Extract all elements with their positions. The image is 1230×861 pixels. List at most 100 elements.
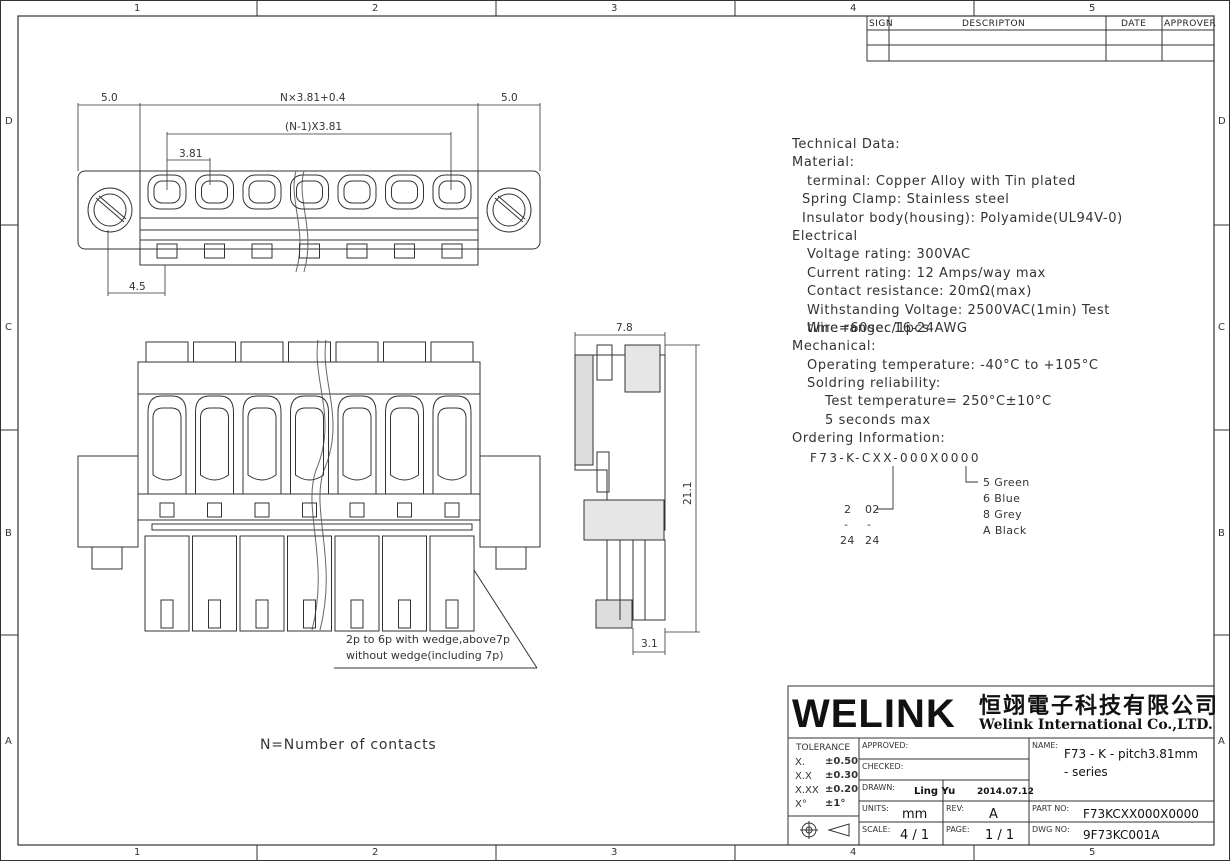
top-pin-slot bbox=[299, 243, 320, 259]
dim-right-margin: 5.0 bbox=[501, 92, 518, 104]
top-wire-hole bbox=[296, 180, 323, 204]
top-pin-slot bbox=[394, 243, 415, 259]
zone-row-c: C bbox=[5, 322, 12, 333]
title-block-grid bbox=[787, 685, 1215, 846]
front-clamp-opening bbox=[195, 395, 234, 494]
front-release-slot bbox=[207, 502, 222, 518]
rev-header-description: DESCRIPTON bbox=[962, 19, 1026, 29]
name-line2: - series bbox=[1064, 765, 1108, 779]
front-screw-head bbox=[383, 341, 426, 363]
front-pin-contact bbox=[255, 599, 269, 629]
front-pin-contact bbox=[303, 599, 316, 629]
zone-col-2: 2 bbox=[372, 3, 379, 14]
top-pin-slot bbox=[346, 243, 368, 259]
technical-data: Technical Data: Material: terminal: Copp… bbox=[792, 136, 1230, 449]
front-release-slot bbox=[397, 502, 412, 518]
zone-col-4: 4 bbox=[850, 3, 857, 14]
front-pin-leg bbox=[429, 535, 475, 632]
scale-label: SCALE: bbox=[862, 825, 891, 834]
name-line1: F73 - K - pitch3.81mm bbox=[1064, 747, 1198, 761]
rev-header-sign: SIGN bbox=[869, 19, 894, 29]
tech-line: Electrical bbox=[792, 228, 858, 244]
pin-option: - bbox=[844, 518, 849, 531]
tech-line: Material: bbox=[792, 155, 855, 171]
tech-line: Operating temperature: -40°C to +105°C bbox=[807, 357, 1099, 373]
tech-line: Withstanding Voltage: 2500VAC(1min) Test… bbox=[807, 302, 1110, 336]
tech-line: Insulator body(housing): Polyamide(UL94V… bbox=[802, 210, 1123, 226]
front-pin-leg bbox=[144, 535, 190, 632]
projection-symbol bbox=[800, 821, 850, 839]
top-wire-entry bbox=[337, 174, 377, 210]
drawn-label: DRAWN: bbox=[862, 783, 896, 792]
zone-row-d-right: D bbox=[1218, 116, 1226, 127]
front-screw-head bbox=[145, 341, 189, 363]
tolerance-key: X. bbox=[795, 757, 806, 768]
front-release-slot bbox=[159, 502, 175, 518]
checked-label: CHECKED: bbox=[862, 762, 904, 771]
top-wire-entry bbox=[385, 174, 424, 210]
top-wire-entry bbox=[195, 174, 234, 210]
pin-code: 24 bbox=[865, 534, 880, 547]
zone-col-4-bottom: 4 bbox=[850, 847, 857, 858]
tolerance-key: X.X bbox=[795, 771, 812, 782]
tolerance-value: ±0.30 bbox=[825, 770, 859, 781]
name-label: NAME: bbox=[1032, 741, 1059, 750]
top-dimensions bbox=[77, 103, 541, 296]
page-label: PAGE: bbox=[946, 825, 970, 834]
top-pin-slot bbox=[204, 243, 225, 259]
front-release-slot bbox=[349, 502, 365, 518]
top-wire-hole bbox=[438, 180, 466, 204]
dim-left-margin: 5.0 bbox=[101, 92, 118, 104]
units-label: UNITS: bbox=[862, 804, 889, 813]
dwg-no-value: 9F73KC001A bbox=[1083, 828, 1160, 842]
dim-pitch: 3.81 bbox=[179, 148, 202, 160]
ordering-leaders bbox=[876, 466, 978, 510]
company-name-en: Welink International Co.,LTD. bbox=[979, 717, 1213, 733]
front-wire-window bbox=[200, 407, 229, 481]
front-screw-head bbox=[288, 341, 331, 363]
contacts-definition: N=Number of contacts bbox=[260, 737, 437, 753]
front-pin-contact bbox=[208, 599, 221, 629]
scale-value: 4 / 1 bbox=[900, 828, 930, 843]
tech-line: 5 seconds max bbox=[825, 412, 931, 428]
top-wire-hole bbox=[201, 180, 228, 204]
front-wire-window bbox=[247, 407, 277, 481]
front-clamp-opening bbox=[147, 395, 187, 494]
approved-label: APPROVED: bbox=[862, 741, 909, 750]
side-dimensions bbox=[574, 332, 700, 655]
top-pin-slot bbox=[156, 243, 178, 259]
zone-col-1: 1 bbox=[134, 3, 141, 14]
front-pin-leg bbox=[287, 535, 332, 632]
zone-row-c-right: C bbox=[1218, 322, 1225, 333]
dim-span: (N-1)X3.81 bbox=[285, 121, 342, 133]
tech-line: Wire range: 16-24AWG bbox=[807, 320, 968, 336]
front-pin-contact bbox=[160, 599, 174, 629]
front-screw-head bbox=[335, 341, 379, 363]
front-wire-window bbox=[342, 407, 372, 481]
rev-header-date: DATE bbox=[1121, 19, 1147, 29]
tech-line: terminal: Copper Alloy with Tin plated bbox=[807, 173, 1076, 189]
top-wire-hole bbox=[248, 180, 276, 204]
front-release-slot bbox=[444, 502, 460, 518]
zone-row-b: B bbox=[5, 528, 12, 539]
tech-line: Test temperature= 250°C±10°C bbox=[825, 394, 1052, 410]
pin-option: 24 bbox=[840, 534, 855, 547]
top-wire-entry bbox=[290, 174, 329, 210]
front-clamp-opening bbox=[432, 395, 472, 494]
front-clamp-opening bbox=[337, 395, 377, 494]
front-pin-leg bbox=[382, 535, 427, 632]
front-clamp-opening bbox=[385, 395, 424, 494]
tech-line: Mechanical: bbox=[792, 339, 877, 355]
zone-col-2-bottom: 2 bbox=[372, 847, 379, 858]
front-wire-window bbox=[437, 407, 467, 481]
zone-col-5-bottom: 5 bbox=[1089, 847, 1096, 858]
tolerance-value: ±1° bbox=[825, 798, 846, 809]
top-wire-entry bbox=[432, 174, 472, 210]
color-option: A Black bbox=[983, 524, 1027, 537]
front-pin-leg bbox=[192, 535, 237, 632]
color-option: 6 Blue bbox=[983, 492, 1021, 505]
front-screw-head bbox=[240, 341, 284, 363]
zone-col-3: 3 bbox=[611, 3, 618, 14]
zone-row-d: D bbox=[5, 116, 13, 127]
